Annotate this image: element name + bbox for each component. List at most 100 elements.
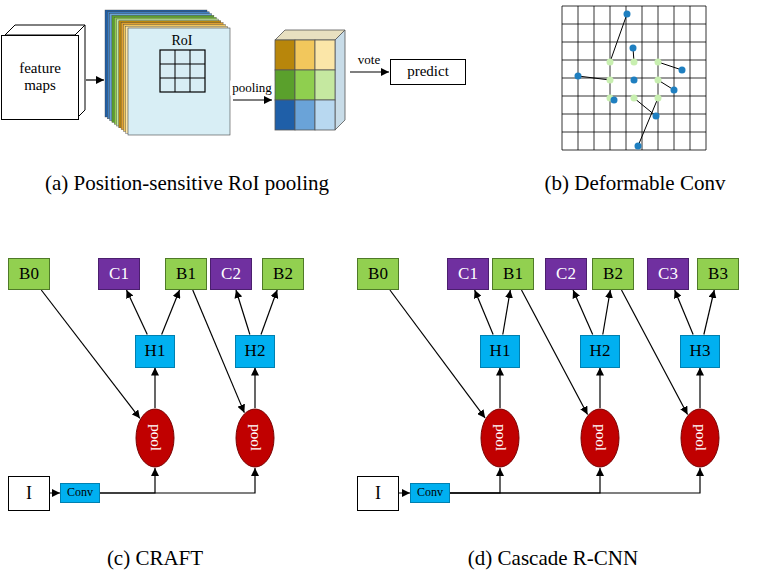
arrow bbox=[233, 99, 272, 100]
node-label: C1 bbox=[109, 264, 129, 284]
node-label: H1 bbox=[145, 341, 166, 361]
score-map-stack bbox=[105, 10, 230, 135]
node-label: H2 bbox=[590, 341, 611, 361]
connector-arrow bbox=[154, 368, 155, 409]
pool-ellipse: pool bbox=[480, 408, 520, 468]
conv-box: Conv bbox=[60, 483, 100, 503]
connector-arrow bbox=[41, 290, 140, 418]
pool-shape bbox=[681, 409, 719, 467]
node-label: B1 bbox=[176, 264, 196, 284]
box-output: B2 bbox=[592, 258, 634, 290]
connector-arrow bbox=[573, 290, 593, 335]
offset-points bbox=[575, 11, 686, 150]
node-label: B0 bbox=[19, 264, 39, 284]
head-box: H2 bbox=[235, 335, 275, 368]
node-label: pool bbox=[591, 425, 608, 452]
connector-arrow bbox=[704, 290, 714, 335]
head-box: H1 bbox=[135, 335, 175, 368]
pool-shape bbox=[136, 409, 174, 467]
panel-caption: (a) Position-sensitive RoI pooling bbox=[45, 171, 329, 195]
node-label: pool bbox=[146, 425, 163, 452]
connector-arrow bbox=[699, 368, 700, 409]
regular-points bbox=[607, 59, 662, 102]
box-output: B1 bbox=[492, 258, 534, 290]
node-label: Conv bbox=[67, 486, 93, 500]
pool-ellipse: pool bbox=[680, 408, 720, 468]
sampling-offsets bbox=[578, 14, 682, 146]
arrow bbox=[350, 71, 389, 72]
node-label: B3 bbox=[708, 264, 728, 284]
pool-shape bbox=[581, 409, 619, 467]
conv-box: Conv bbox=[410, 483, 450, 503]
input-box: I bbox=[357, 476, 399, 511]
connector-arrow bbox=[254, 368, 255, 409]
node-label: C2 bbox=[556, 264, 576, 284]
node-label: B2 bbox=[603, 264, 623, 284]
class-output: C3 bbox=[647, 258, 689, 290]
sampling-grid bbox=[562, 6, 706, 150]
pool-shape bbox=[236, 409, 274, 467]
connector-arrow bbox=[100, 468, 155, 493]
connector-arrow bbox=[261, 290, 277, 335]
node-label: B2 bbox=[273, 264, 293, 284]
connector-arrow bbox=[399, 492, 410, 493]
node-label: I bbox=[26, 483, 32, 504]
box-output: B1 bbox=[165, 258, 207, 290]
panel-caption: (c) CRAFT bbox=[107, 546, 203, 570]
node-label: predict bbox=[407, 63, 449, 80]
class-output: C1 bbox=[447, 258, 489, 290]
connector-arrow bbox=[390, 290, 485, 418]
block-box: predict bbox=[390, 59, 466, 85]
panel-caption: (b) Deformable Conv bbox=[545, 171, 726, 195]
connector-arrow bbox=[503, 290, 511, 335]
node-label: pool bbox=[491, 425, 508, 452]
connector-arrow bbox=[599, 368, 600, 409]
node-label: I bbox=[375, 483, 381, 504]
annotation: RoI bbox=[170, 33, 195, 49]
connector-arrow bbox=[450, 468, 600, 493]
connector-arrow bbox=[675, 290, 693, 335]
box-output: B0 bbox=[357, 258, 399, 290]
pool-ellipse: pool bbox=[235, 408, 275, 468]
box-output: B0 bbox=[8, 258, 50, 290]
class-output: C2 bbox=[210, 258, 252, 290]
node-label: H2 bbox=[245, 341, 266, 361]
node-label: H3 bbox=[690, 341, 711, 361]
pool-ellipse: pool bbox=[580, 408, 620, 468]
connector-arrow bbox=[236, 290, 250, 335]
connector-arrow bbox=[126, 290, 147, 335]
annotation: pooling bbox=[230, 81, 274, 96]
box-output: B3 bbox=[697, 258, 739, 290]
box-output: B2 bbox=[262, 258, 304, 290]
pool-ellipse: pool bbox=[135, 408, 175, 468]
pooled-grid bbox=[275, 30, 345, 130]
node-label: B1 bbox=[503, 264, 523, 284]
connector-arrow bbox=[475, 290, 493, 335]
arrow bbox=[86, 79, 104, 80]
node-label: feature maps bbox=[2, 60, 78, 95]
node-label: Conv bbox=[417, 486, 443, 500]
node-label: H1 bbox=[490, 341, 511, 361]
connector-arrow bbox=[621, 290, 687, 415]
panel-caption: (d) Cascade R-CNN bbox=[468, 546, 638, 570]
input-box: I bbox=[8, 476, 50, 511]
class-output: C2 bbox=[545, 258, 587, 290]
connector-arrow bbox=[450, 468, 500, 493]
node-label: B0 bbox=[368, 264, 388, 284]
class-output: C1 bbox=[98, 258, 140, 290]
node-label: pool bbox=[691, 425, 708, 452]
connector-arrow bbox=[499, 368, 500, 409]
node-label: C1 bbox=[458, 264, 478, 284]
connector-arrow bbox=[100, 468, 255, 493]
connector-arrow bbox=[162, 290, 180, 335]
head-box: H1 bbox=[480, 335, 520, 368]
connector-arrow bbox=[603, 290, 611, 335]
connector-arrow bbox=[450, 468, 700, 493]
connector-arrow bbox=[50, 492, 60, 493]
pool-shape bbox=[481, 409, 519, 467]
connector-arrow bbox=[521, 290, 587, 415]
node-label: C2 bbox=[221, 264, 241, 284]
block-box: feature maps bbox=[1, 35, 79, 120]
annotation: vote bbox=[356, 53, 382, 68]
node-label: pool bbox=[246, 425, 263, 452]
